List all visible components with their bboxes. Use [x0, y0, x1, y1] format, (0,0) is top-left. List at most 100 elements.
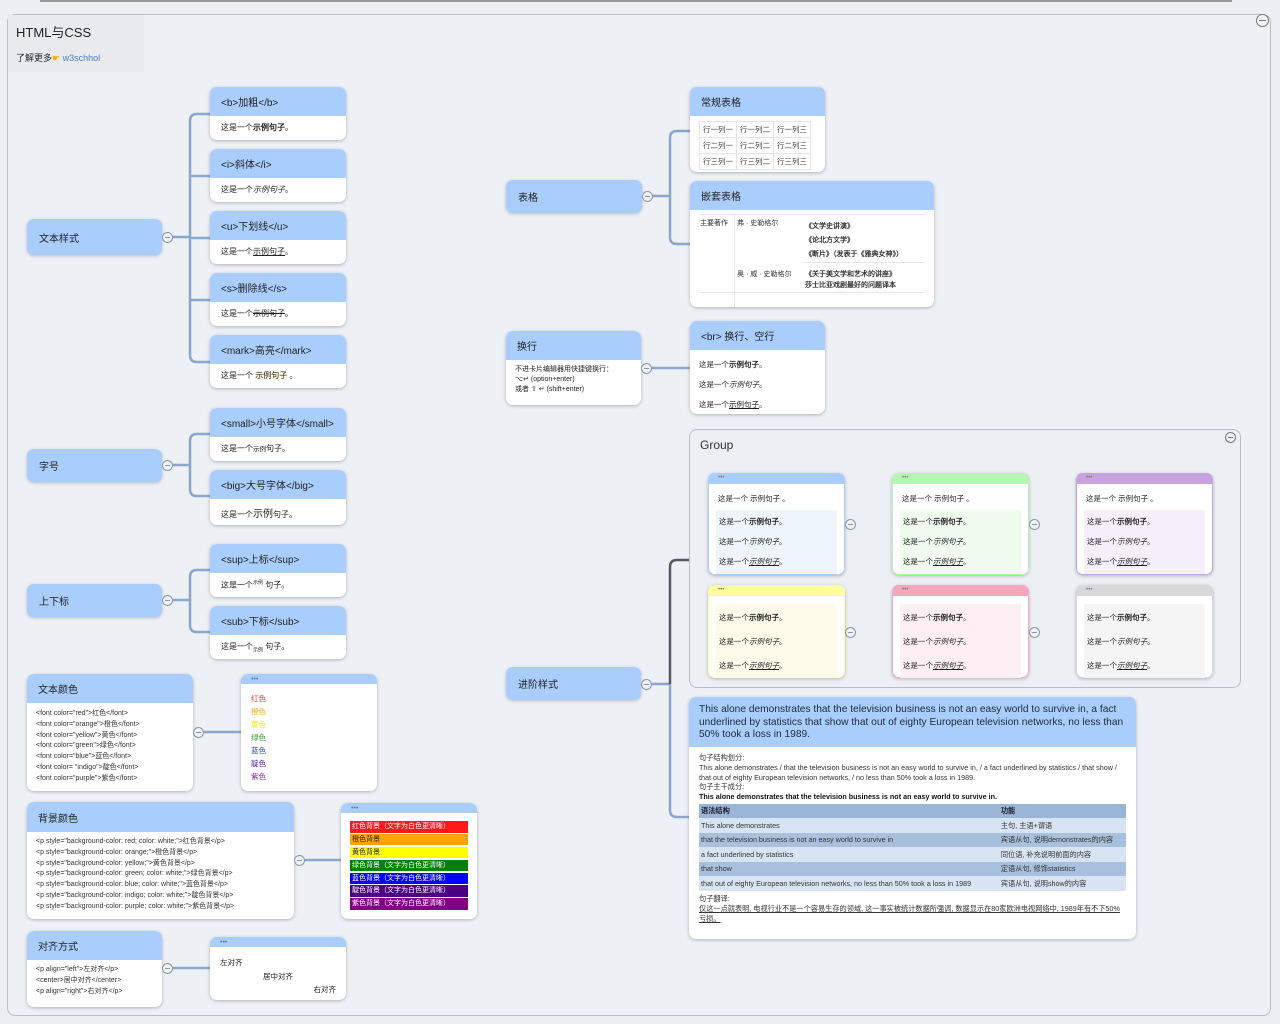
- card-linebreak[interactable]: 换行 不进卡片编辑器用快捷键换行： ⌥↵ (option+enter) 或者 ⇧…: [506, 331, 641, 405]
- topic-text-style[interactable]: 文本样式: [27, 219, 162, 255]
- group-card-inner: 这是一个示例句子。这是一个示例句子。这是一个示例句子。: [900, 604, 1021, 678]
- collapse-icon[interactable]: [162, 460, 173, 471]
- underline-sample: 示例句子: [1117, 661, 1147, 670]
- group-collapse-icon[interactable]: [1225, 432, 1236, 443]
- collapse-icon[interactable]: [162, 595, 173, 606]
- align-list: 左对齐 居中对齐 右对齐: [210, 947, 346, 997]
- topic-advanced[interactable]: 进阶样式: [506, 667, 641, 700]
- more-dots-icon[interactable]: •••: [1076, 585, 1213, 596]
- more-dots-icon[interactable]: •••: [708, 585, 845, 596]
- group-card[interactable]: •••这是一个 示例句子 。这是一个示例句子。这是一个示例句子。这是一个示例句子…: [708, 473, 845, 575]
- group-card-inner: 这是一个示例句子。这是一个示例句子。这是一个示例句子。: [1084, 510, 1205, 574]
- color-sample: 紫色: [251, 772, 266, 781]
- code-line: <font color="purple">紫色</font>: [36, 774, 138, 782]
- card-title: 换行: [506, 331, 641, 360]
- align-preview[interactable]: ••• 左对齐 居中对齐 右对齐: [210, 937, 346, 1000]
- bold-sample: 示例句子: [1117, 517, 1147, 526]
- group-card-line: 这是一个示例句子。: [719, 613, 787, 622]
- code-line: <p style="background-color: indigo; colo…: [36, 891, 234, 899]
- more-dots-icon[interactable]: •••: [708, 473, 845, 484]
- more-dots-icon[interactable]: •••: [892, 473, 1029, 484]
- topic-sup-sub[interactable]: 上下标: [27, 584, 162, 617]
- collapse-icon[interactable]: [162, 963, 173, 974]
- collapse-icon[interactable]: [1029, 627, 1040, 638]
- group-card[interactable]: •••这是一个示例句子。这是一个示例句子。这是一个示例句子。: [708, 585, 845, 678]
- more-dots-icon[interactable]: •••: [1076, 473, 1213, 484]
- collapse-icon[interactable]: [845, 519, 856, 530]
- card-bold[interactable]: <b>加粗</b> 这是一个示例句子。: [210, 87, 346, 140]
- more-dots-icon[interactable]: •••: [892, 585, 1029, 596]
- group-card[interactable]: •••这是一个 示例句子 。这是一个示例句子。这是一个示例句子。这是一个示例句子…: [892, 473, 1029, 575]
- code-line: <p style="background-color: red; color: …: [36, 838, 225, 845]
- code-line: <font color="green">绿色</font>: [36, 742, 136, 750]
- card-body: 这是一个示例 句子。: [221, 642, 290, 654]
- text-color-preview[interactable]: ••• 红色橙色黄色绿色蓝色靛色紫色: [241, 674, 377, 791]
- bg-color-sample: 黄色背景: [350, 846, 468, 859]
- collapse-icon[interactable]: [642, 191, 653, 202]
- card-regular-table[interactable]: 常规表格 行一列一行一列二行一列三行二列一行二列二行二列三行三列一行三列二行三列…: [690, 87, 825, 172]
- bg-color-preview[interactable]: ••• 红色背景（文字为白色更清晰）橙色背景黄色背景绿色背景（文字为白色更清晰）…: [341, 803, 477, 919]
- topic-label: 上下标: [39, 597, 69, 608]
- group-card-line: 这是一个示例句子。: [1087, 661, 1155, 670]
- sample-text: 示例句子: [1118, 494, 1149, 503]
- card-sup[interactable]: <sup>上标</sup> 这是一个示例 句子。: [210, 544, 346, 597]
- group-card-line: 这是一个示例句子。: [719, 517, 787, 526]
- card-sub[interactable]: <sub>下标</sub> 这是一个示例 句子。: [210, 606, 346, 659]
- more-dots-icon[interactable]: •••: [210, 937, 346, 947]
- color-sample: 蓝色: [251, 746, 266, 755]
- group-card[interactable]: •••这是一个示例句子。这是一个示例句子。这是一个示例句子。: [1076, 585, 1213, 678]
- card-underline[interactable]: <u>下划线</u> 这是一个示例句子。: [210, 211, 346, 264]
- topic-font-size[interactable]: 字号: [27, 449, 162, 482]
- group-card-line: 这是一个示例句子。: [1087, 613, 1155, 622]
- code-line: <center>居中对齐</center>: [36, 976, 122, 984]
- collapse-icon[interactable]: [193, 727, 204, 738]
- card-mark[interactable]: <mark>高亮</mark> 这是一个 示例句子 。: [210, 335, 346, 388]
- more-dots-icon[interactable]: •••: [341, 803, 477, 813]
- card-sentence-analysis[interactable]: This alone demonstrates that the televis…: [689, 697, 1136, 939]
- code-line: <p style="background-color: orange;">橙色背…: [36, 848, 198, 856]
- bg-color-sample: 紫色背景（文字为白色更清晰）: [350, 898, 468, 910]
- table-cell: 行一列三: [773, 121, 811, 138]
- card-text-color[interactable]: 文本颜色 <font color="red">红色</font> <font c…: [27, 674, 193, 791]
- linebreak-note: 不进卡片编辑器用快捷键换行： ⌥↵ (option+enter) 或者 ⇧ ↵ …: [506, 360, 641, 400]
- sheet-collapse-icon[interactable]: [1256, 14, 1269, 27]
- card-italic[interactable]: <i>斜体</i> 这是一个示例句子。: [210, 149, 346, 202]
- card-br[interactable]: <br> 换行、空行 这是一个示例句子。 这是一个示例句子。 这是一个示例句子。: [690, 321, 825, 414]
- structure-text: This alone demonstrates / that the telev…: [699, 762, 1117, 782]
- card-nested-table[interactable]: 嵌套表格 主要著作 弗 · 史勒格尔 《文学史讲演》 《论北方文学》 《断片》（…: [690, 181, 934, 307]
- bg-color-sample: 绿色背景（文字为白色更清晰）: [350, 859, 468, 872]
- card-body: 这是一个 示例句子 。: [221, 371, 298, 380]
- group-card-sentence: 这是一个 示例句子 。: [718, 494, 790, 503]
- align-center-sample: 居中对齐: [263, 971, 293, 981]
- w3schools-link[interactable]: w3schhol: [62, 53, 101, 63]
- table-cell: 行二列一: [699, 137, 737, 154]
- code-block: <p align="left">左对齐</p> <center>居中对齐</ce…: [27, 960, 162, 1002]
- card-title: <br> 换行、空行: [690, 321, 825, 350]
- collapse-icon[interactable]: [162, 232, 173, 243]
- group-card[interactable]: ••• 这是一个示例句子。这是一个示例句子。这是一个示例句子。: [892, 585, 1029, 678]
- card-strike[interactable]: <s>删除线</s> 这是一个示例句子。: [210, 273, 346, 326]
- group-card[interactable]: •••这是一个 示例句子 。这是一个示例句子。这是一个示例句子。这是一个示例句子…: [1076, 473, 1213, 575]
- card-align[interactable]: 对齐方式 <p align="left">左对齐</p> <center>居中对…: [27, 931, 162, 1007]
- mark-sample: 示例句子: [255, 371, 288, 380]
- group-title[interactable]: Group: [700, 438, 734, 452]
- card-body: 这是一个示例句子。: [221, 185, 293, 194]
- collapse-icon[interactable]: [294, 855, 305, 866]
- card-title: <i>斜体</i>: [210, 149, 346, 178]
- group-card-line: 这是一个示例句子。: [903, 557, 971, 566]
- color-sample: 橙色: [251, 707, 266, 716]
- collapse-icon[interactable]: [845, 627, 856, 638]
- card-bg-color[interactable]: 背景颜色 <p style="background-color: red; co…: [27, 802, 294, 919]
- more-dots-icon[interactable]: •••: [241, 674, 377, 684]
- sheet-title[interactable]: HTML与CSS: [16, 25, 92, 40]
- sentence-body: 句子结构划分: This alone demonstrates / that t…: [689, 747, 1136, 929]
- topic-table[interactable]: 表格: [506, 180, 642, 213]
- card-small[interactable]: <small>小号字体</small> 这是一个示例句子。: [210, 408, 346, 461]
- table-cell: 行三列一: [699, 153, 737, 170]
- card-body: 这是一个示例句子。: [221, 123, 293, 132]
- collapse-icon[interactable]: [641, 363, 652, 374]
- topic-label: 文本样式: [39, 233, 79, 245]
- card-big[interactable]: <big>大号字体</big> 这是一个示例句子。: [210, 470, 346, 525]
- collapse-icon[interactable]: [1029, 519, 1040, 530]
- collapse-icon[interactable]: [641, 679, 652, 690]
